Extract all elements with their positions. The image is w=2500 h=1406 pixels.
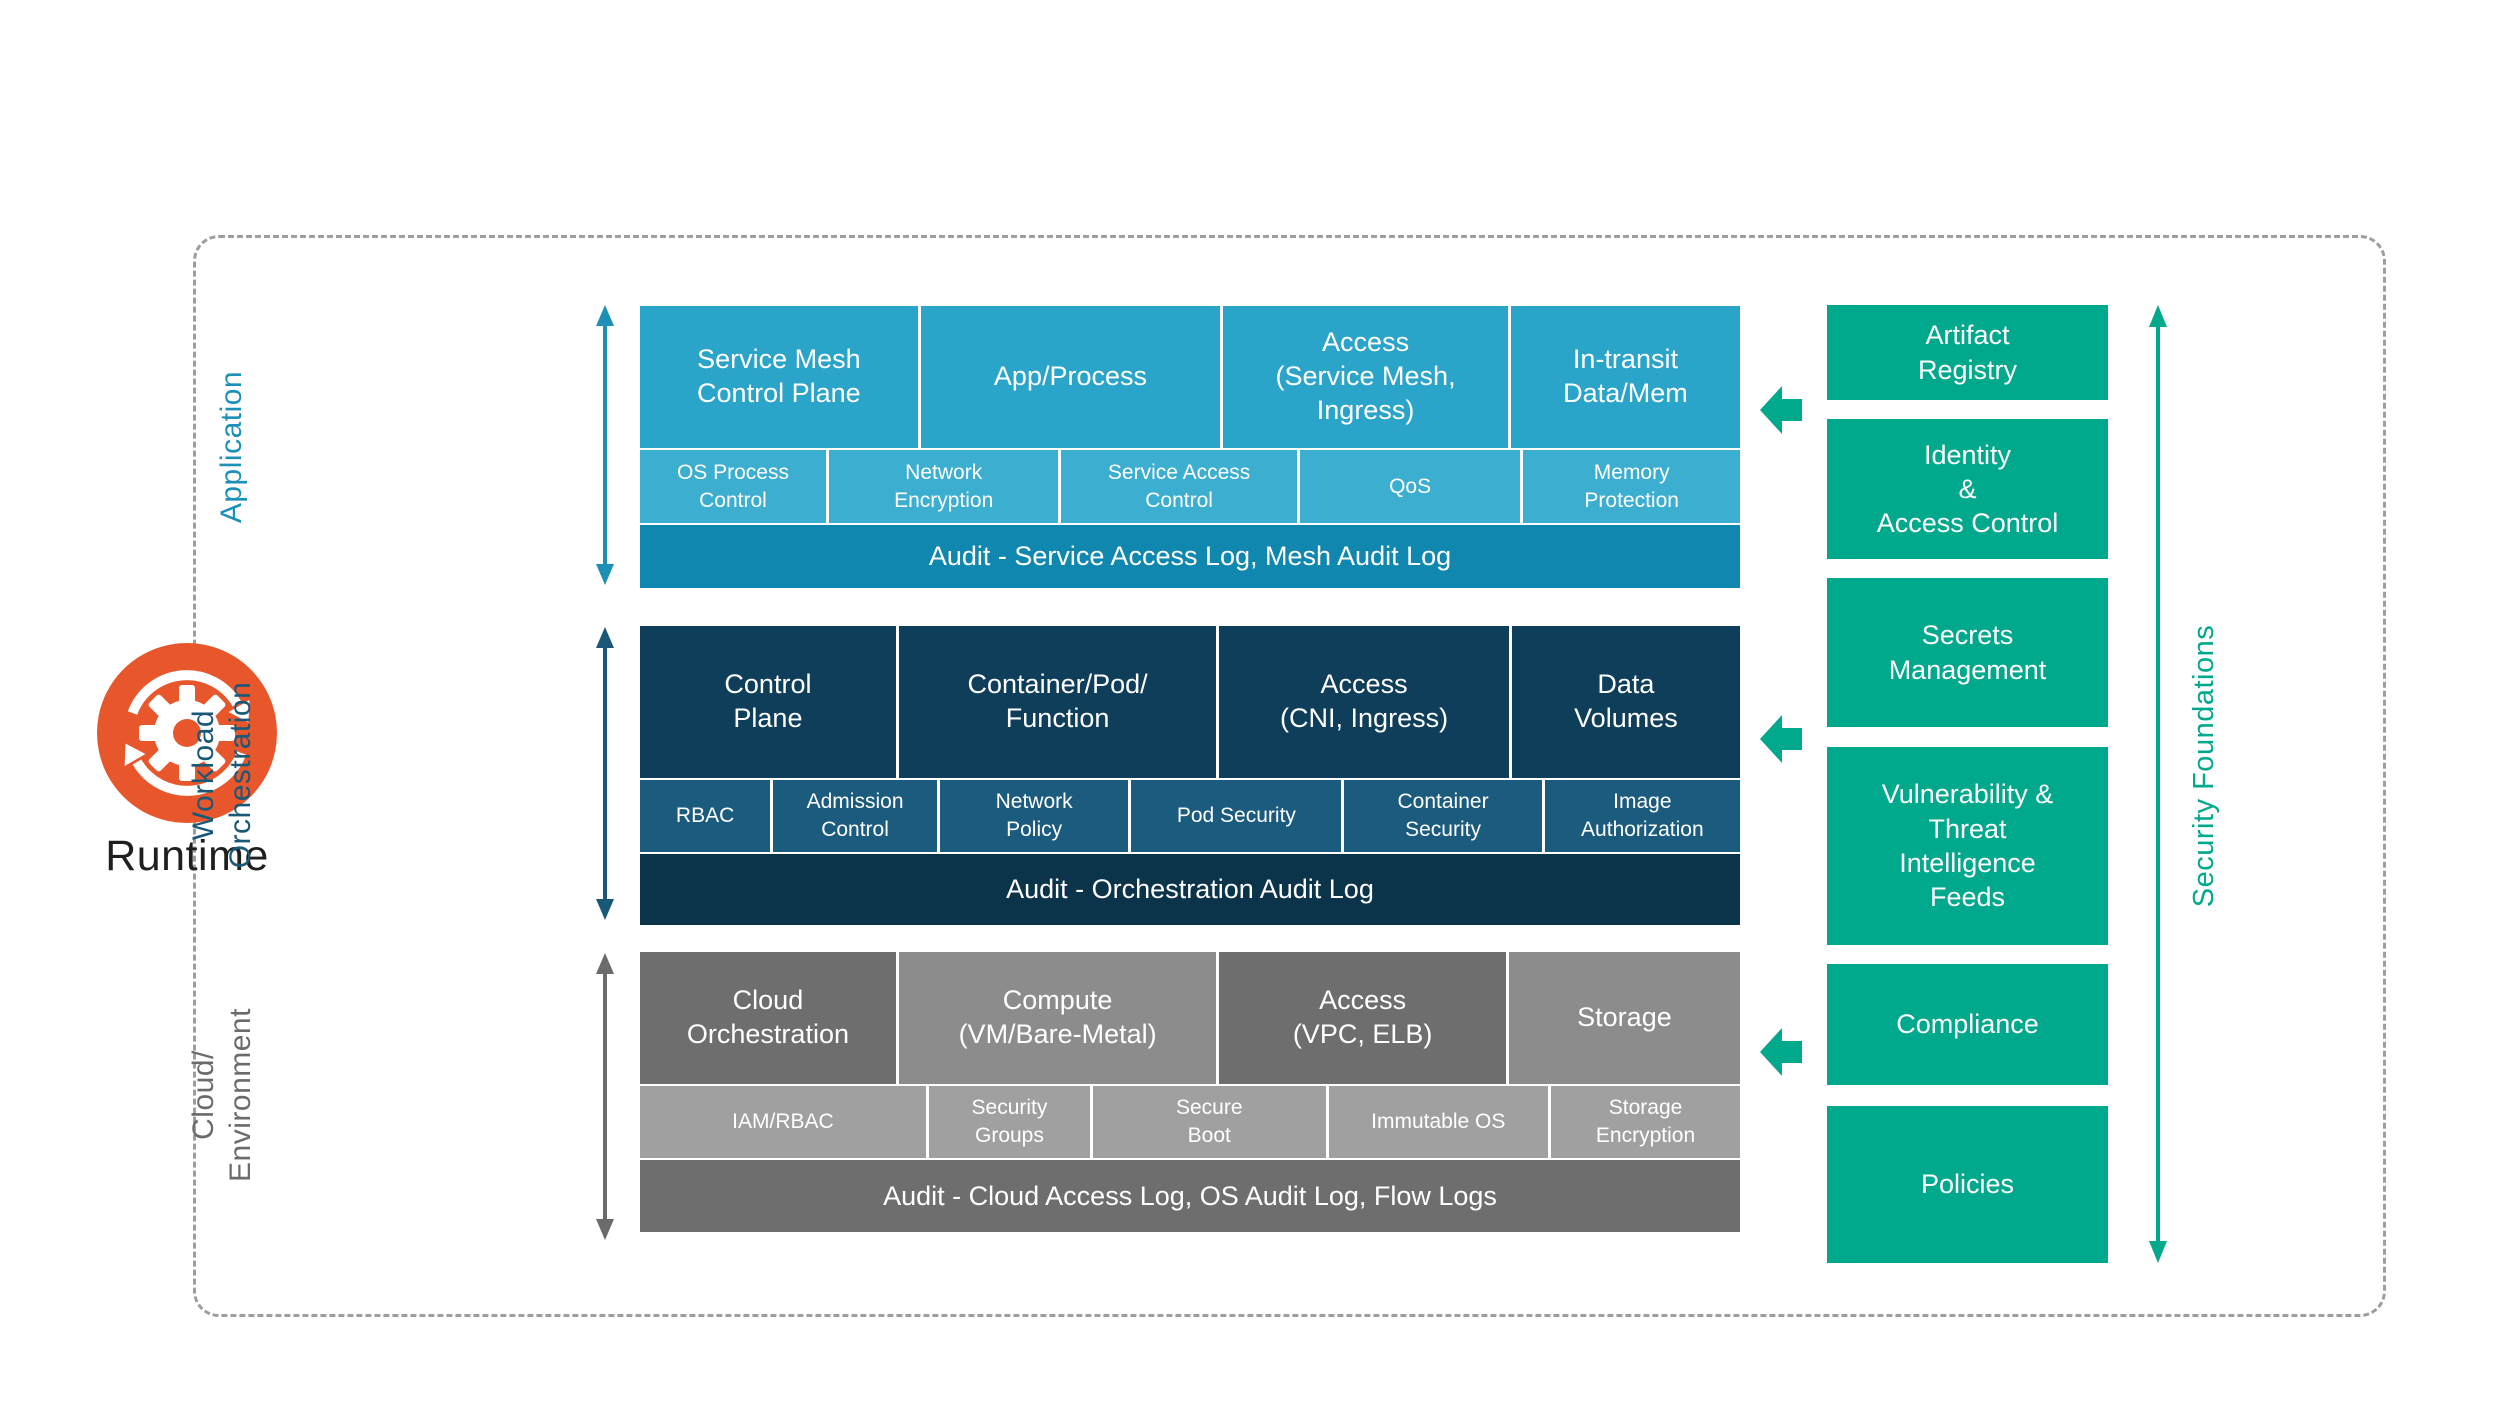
control-rbac: RBAC xyxy=(640,780,771,852)
block-access-cni-ingress: Access (CNI, Ingress) xyxy=(1219,626,1509,778)
foundation-vulnerability-threat-intelligence-feeds: Vulnerability & Threat Intelligence Feed… xyxy=(1827,747,2108,945)
workload-orchestration-layer: Control Plane Container/Pod/ Function Ac… xyxy=(640,626,1740,925)
control-security-groups: Security Groups xyxy=(928,1086,1091,1158)
foundation-compliance: Compliance xyxy=(1827,964,2108,1085)
block-app-process: App/Process xyxy=(920,306,1221,448)
cloud-environment-layer: Cloud Orchestration Compute (VM/Bare-Met… xyxy=(640,952,1740,1232)
block-control-plane: Control Plane xyxy=(640,626,896,778)
application-controls-row: OS Process Control Network Encryption Se… xyxy=(640,450,1740,523)
control-qos: QoS xyxy=(1299,450,1521,523)
block-storage: Storage xyxy=(1508,952,1740,1084)
block-in-transit-data-mem: In-transit Data/Mem xyxy=(1510,306,1740,448)
block-cloud-orchestration: Cloud Orchestration xyxy=(640,952,896,1084)
control-secure-boot: Secure Boot xyxy=(1093,1086,1326,1158)
cloud-range-arrow-icon xyxy=(596,953,614,1240)
foundations-to-cloud-arrow-icon xyxy=(1760,1028,1802,1076)
control-service-access-control: Service Access Control xyxy=(1061,450,1297,523)
application-audit-bar: Audit - Service Access Log, Mesh Audit L… xyxy=(640,525,1740,588)
control-immutable-os: Immutable OS xyxy=(1328,1086,1549,1158)
control-iam-rbac: IAM/RBAC xyxy=(640,1086,926,1158)
control-os-process-control: OS Process Control xyxy=(640,450,826,523)
foundations-to-workload-arrow-icon xyxy=(1760,715,1802,763)
application-layer: Service Mesh Control Plane App/Process A… xyxy=(640,306,1740,588)
control-pod-security: Pod Security xyxy=(1131,780,1342,852)
foundation-secrets-management: Secrets Management xyxy=(1827,578,2108,727)
application-range-arrow-icon xyxy=(596,305,614,585)
control-network-encryption: Network Encryption xyxy=(828,450,1059,523)
foundations-to-application-arrow-icon xyxy=(1760,386,1802,434)
control-memory-protection: Memory Protection xyxy=(1523,450,1740,523)
cloud-controls-row: IAM/RBAC Security Groups Secure Boot Imm… xyxy=(640,1086,1740,1158)
application-blocks-row: Service Mesh Control Plane App/Process A… xyxy=(640,306,1740,448)
block-access-vpc-elb: Access (VPC, ELB) xyxy=(1219,952,1506,1084)
workload-audit-bar: Audit - Orchestration Audit Log xyxy=(640,854,1740,925)
foundation-identity-access-control: Identity & Access Control xyxy=(1827,419,2108,559)
workload-controls-row: RBAC Admission Control Network Policy Po… xyxy=(640,780,1740,852)
security-foundations-range-arrow-icon xyxy=(2149,305,2167,1263)
workload-range-arrow-icon xyxy=(596,627,614,920)
block-container-pod-function: Container/Pod/ Function xyxy=(898,626,1217,778)
workload-blocks-row: Control Plane Container/Pod/ Function Ac… xyxy=(640,626,1740,778)
cloud-blocks-row: Cloud Orchestration Compute (VM/Bare-Met… xyxy=(640,952,1740,1084)
cloud-audit-bar: Audit - Cloud Access Log, OS Audit Log, … xyxy=(640,1160,1740,1232)
cloud-environment-axis-label: Cloud/ Environment xyxy=(186,1008,258,1182)
foundation-artifact-registry: Artifact Registry xyxy=(1827,305,2108,400)
block-data-volumes: Data Volumes xyxy=(1511,626,1740,778)
control-image-authorization: Image Authorization xyxy=(1544,780,1740,852)
control-admission-control: Admission Control xyxy=(773,780,937,852)
security-foundations-axis-label: Security Foundations xyxy=(2187,624,2220,908)
control-container-security: Container Security xyxy=(1344,780,1542,852)
control-storage-encryption: Storage Encryption xyxy=(1551,1086,1740,1158)
control-network-policy: Network Policy xyxy=(939,780,1129,852)
block-service-mesh-control-plane: Service Mesh Control Plane xyxy=(640,306,918,448)
runtime-label: Runtime xyxy=(105,832,269,880)
block-compute-vm-bare-metal: Compute (VM/Bare-Metal) xyxy=(898,952,1217,1084)
foundation-policies: Policies xyxy=(1827,1106,2108,1263)
runtime-cycle-gear-icon xyxy=(97,643,277,823)
block-access-service-mesh-ingress: Access (Service Mesh, Ingress) xyxy=(1223,306,1508,448)
